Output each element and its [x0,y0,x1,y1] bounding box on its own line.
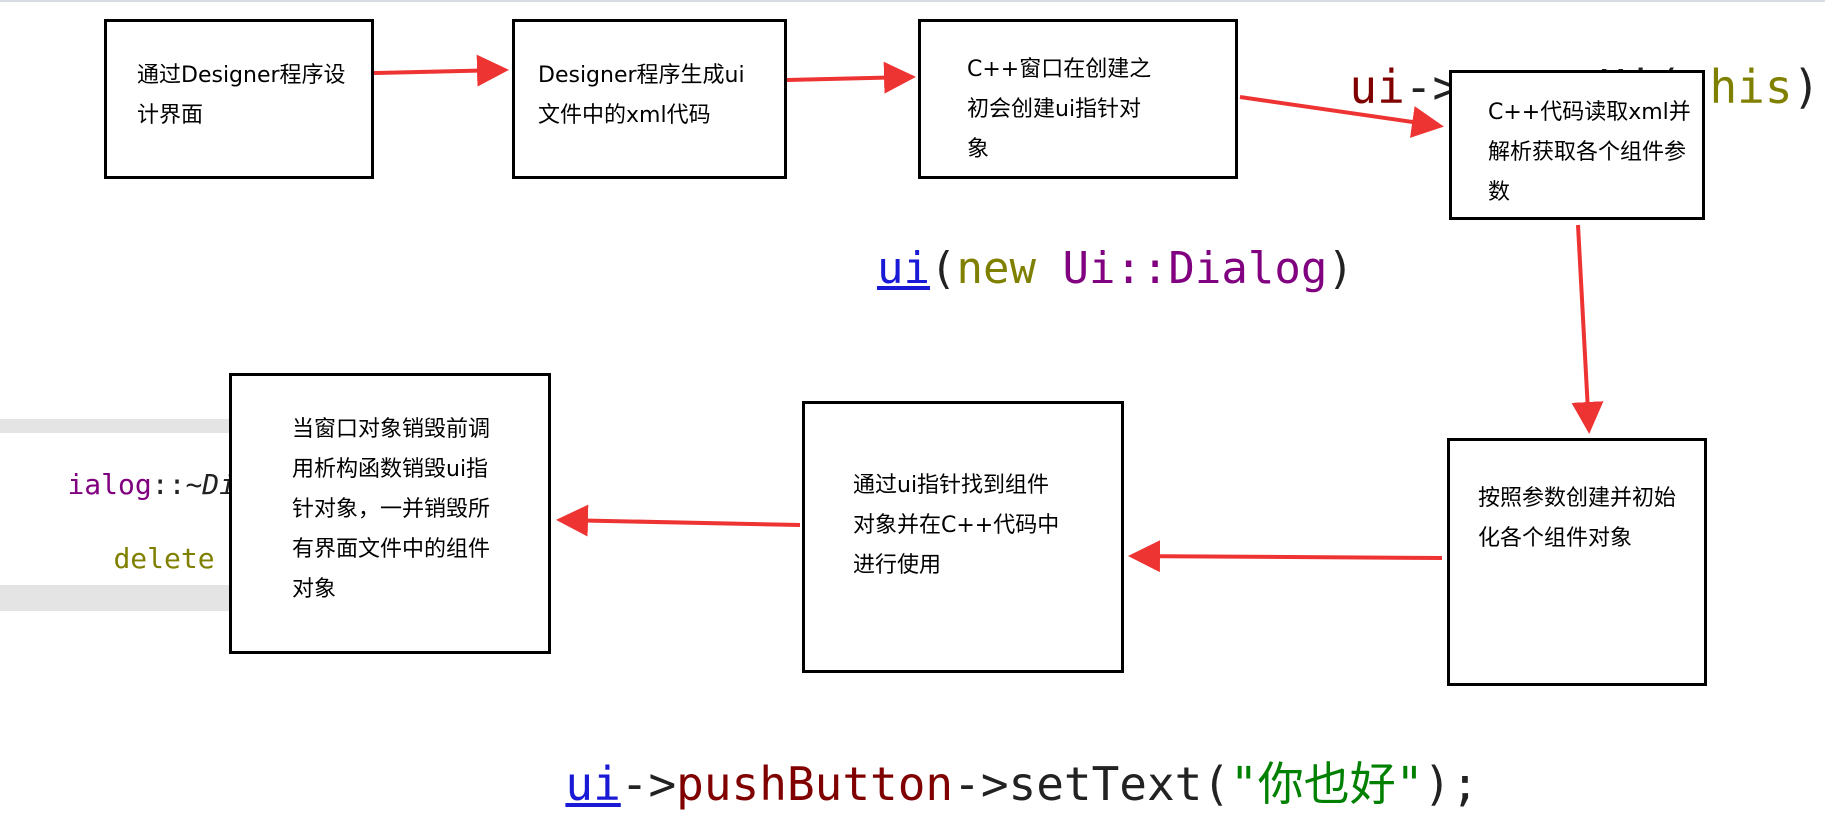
step-text: C++窗口在创建之 初会创建ui指针对 象 [967,57,1152,162]
step-box-destroy: 当窗口对象销毁前调 用析构函数销毁ui指 针对象，一并销毁所 有界面文件中的组件… [229,373,551,654]
step-text: 通过Designer程序设 计界面 [137,63,346,128]
snippet-bar-bottom [0,585,257,611]
code-type-token: Ui::Dialog [1062,243,1328,294]
code-ui-token: ui [876,243,930,294]
step-text: Designer程序生成ui 文件中的xml代码 [538,63,745,128]
step-box-create-widgets: 按照参数创建并初始 化各个组件对象 [1447,438,1707,686]
code-close-token: ) [1327,243,1354,294]
step-box-parse-xml: C++代码读取xml并 解析获取各个组件参 数 [1449,70,1705,220]
code-paren-token: ( [929,243,957,294]
top-border-line [0,0,1825,2]
code-class-token: ialog [67,468,152,501]
step-text: 按照参数创建并初始 化各个组件对象 [1478,486,1677,551]
code-scope-token: :: [151,468,186,501]
code-new-token: new [956,243,1036,294]
flow-arrows [373,54,1604,573]
step-text: C++代码读取xml并 解析获取各个组件参 数 [1488,100,1691,205]
code-ui-token: ui [1349,60,1405,114]
snippet-bar-top [0,419,257,433]
step-text: 通过ui指针找到组件 对象并在C++代码中 进行使用 [853,473,1060,578]
arrow-pointer-to-parse [1239,95,1444,138]
arrow-xml-to-pointer [786,61,916,94]
step-box-xml: Designer程序生成ui 文件中的xml代码 [512,19,787,179]
arrow-parse-to-create [1571,224,1604,434]
code-destructor-snippet: ialog::~Dialog() delete ui; [0,419,337,611]
code-close-token: ); [1792,60,1825,114]
step-box-use-widgets: 通过ui指针找到组件 对象并在C++代码中 进行使用 [802,401,1124,673]
arrow-designer-to-xml [373,54,509,87]
step-box-designer: 通过Designer程序设 计界面 [104,19,374,179]
arrow-create-to-use [1128,540,1443,573]
code-ctor-init: ui(new Ui::Dialog) [824,192,1354,294]
arrow-use-to-destroy [556,504,801,537]
step-box-ui-pointer: C++窗口在创建之 初会创建ui指针对 象 [918,19,1238,179]
step-text: 当窗口对象销毁前调 用析构函数销毁ui指 针对象，一并销毁所 有界面文件中的组件… [292,417,491,602]
code-delete-token: delete [113,542,215,575]
